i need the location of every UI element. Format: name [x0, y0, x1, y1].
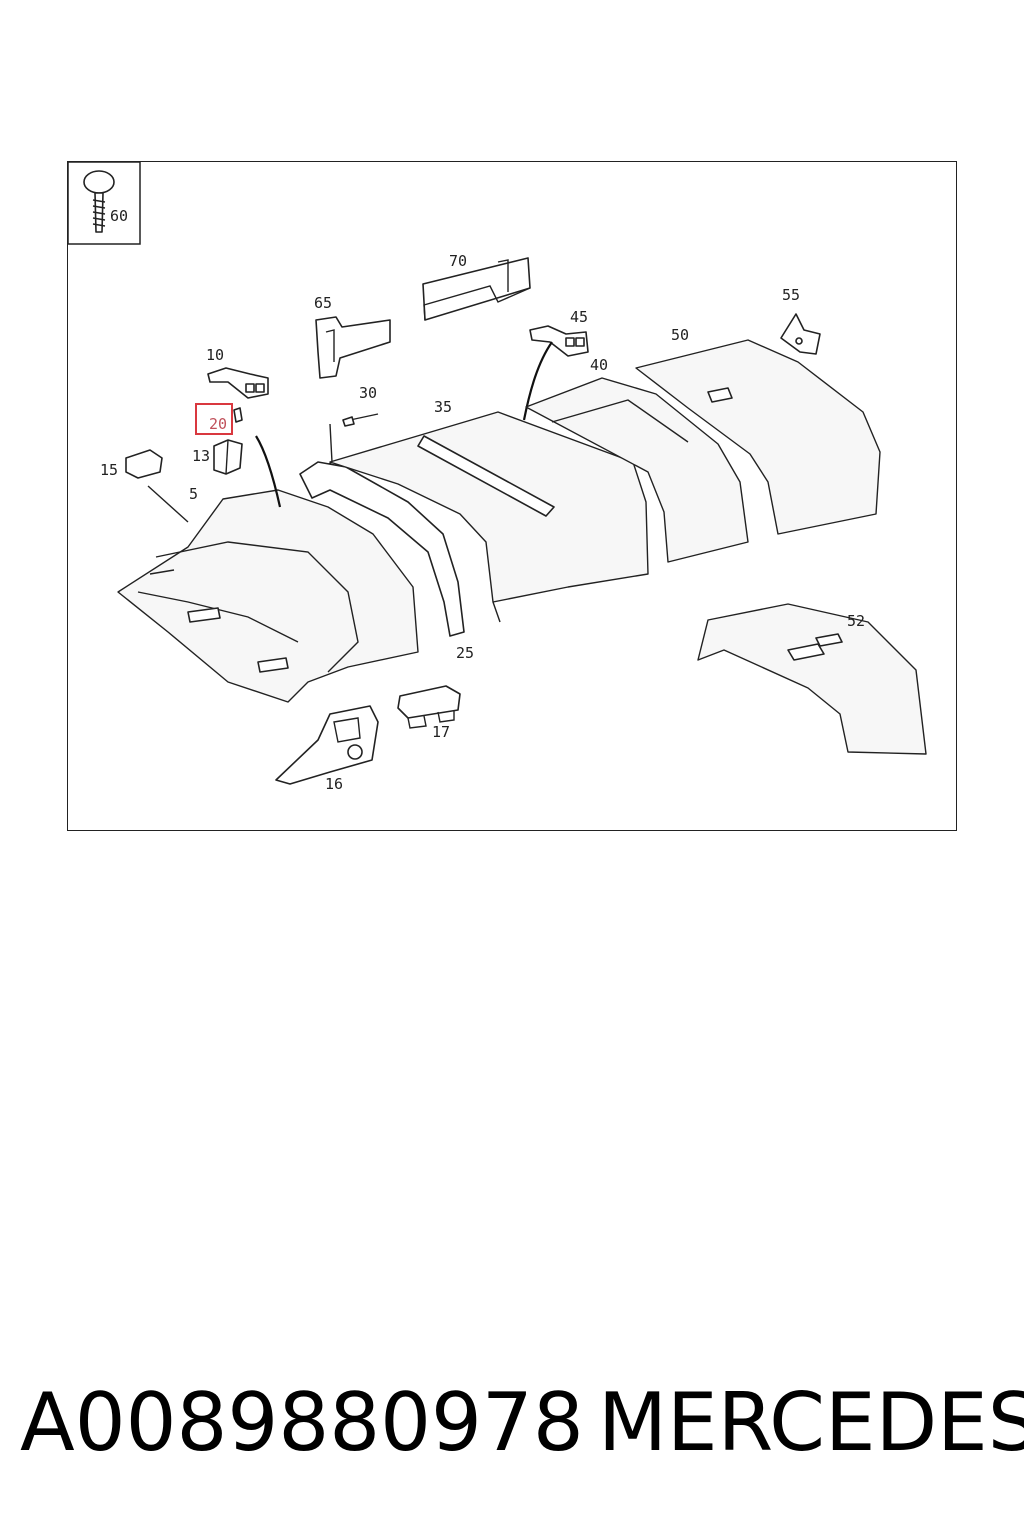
part-45: 45 [529, 308, 589, 357]
part-65: 65 [314, 294, 391, 379]
part-70: 70 [422, 252, 531, 321]
label-50: 50 [671, 326, 689, 344]
label-45: 45 [570, 308, 588, 326]
label-60: 60 [110, 207, 128, 225]
footer: A0089880978 MERCEDES [0, 1368, 1024, 1478]
part-25: 25 [299, 461, 474, 662]
part-10: 10 [206, 346, 269, 399]
part-30: 30 [319, 384, 379, 471]
part-40: 40 [525, 356, 749, 563]
label-10: 10 [206, 346, 224, 364]
label-17: 17 [432, 723, 450, 741]
part-55: 55 [780, 286, 821, 355]
brand-name: MERCEDES [598, 1376, 1024, 1469]
inset-box-60: 60 [68, 162, 141, 245]
parts-diagram-frame: 60 70 65 45 55 [67, 161, 957, 831]
part-15: 15 [100, 449, 163, 479]
label-35: 35 [434, 398, 452, 416]
part-50: 50 [635, 326, 881, 535]
label-20: 20 [209, 415, 227, 433]
leader-45 [522, 341, 553, 421]
label-65: 65 [314, 294, 332, 312]
part-52: 52 [697, 603, 927, 755]
label-55: 55 [782, 286, 800, 304]
part-number: A0089880978 [20, 1376, 584, 1469]
parts-diagram: 60 70 65 45 55 [68, 162, 927, 793]
clip-head-60 [83, 170, 115, 194]
label-52: 52 [847, 612, 865, 630]
part-5: 5 [117, 485, 419, 703]
part-20-highlight: 20 [195, 403, 243, 435]
label-25: 25 [456, 644, 474, 662]
label-40: 40 [590, 356, 608, 374]
part-13: 13 [192, 439, 243, 475]
part-17: 17 [397, 685, 461, 741]
label-70: 70 [449, 252, 467, 270]
highlight-box-20 [195, 403, 233, 435]
label-5: 5 [189, 485, 198, 503]
leader-20 [255, 435, 282, 508]
part-35: 35 [329, 398, 649, 623]
part-16: 16 [275, 705, 379, 793]
label-16: 16 [325, 775, 343, 793]
label-15: 15 [100, 461, 118, 479]
label-13: 13 [192, 447, 210, 465]
label-30: 30 [359, 384, 377, 402]
